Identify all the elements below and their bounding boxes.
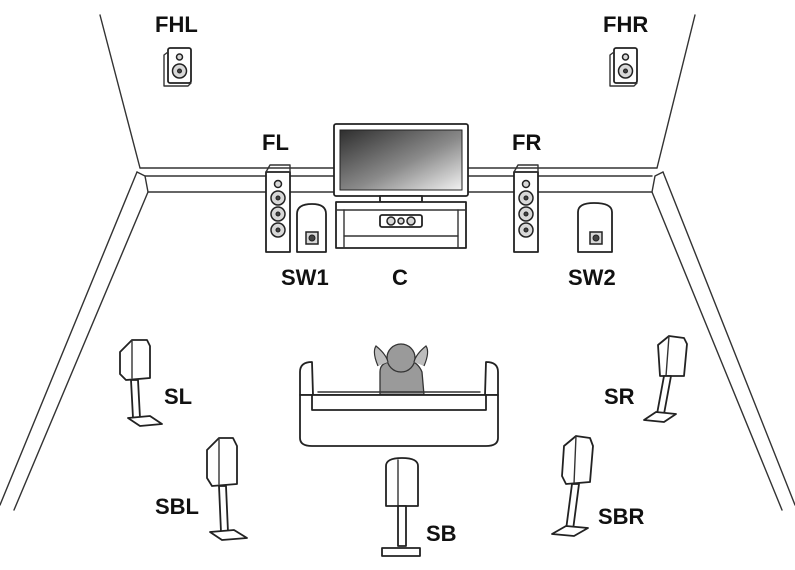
listener-and-sofa xyxy=(299,343,499,447)
speaker-sl-icon xyxy=(119,339,163,427)
speaker-sw1-icon xyxy=(296,203,327,253)
label-sw1: SW1 xyxy=(281,265,329,290)
label-sr: SR xyxy=(604,384,635,409)
label-sbr: SBR xyxy=(598,504,645,529)
center-speaker xyxy=(379,214,423,228)
speaker-sb-icon xyxy=(381,457,421,557)
tv-and-stand xyxy=(333,123,469,249)
label-c: C xyxy=(392,265,408,290)
label-fr: FR xyxy=(512,130,541,155)
speaker-fhr-icon xyxy=(609,47,638,87)
label-fhl: FHL xyxy=(155,12,198,37)
speaker-sr-icon xyxy=(643,335,688,423)
label-sbl: SBL xyxy=(155,494,199,519)
label-fl: FL xyxy=(262,130,289,155)
speaker-sw2-icon xyxy=(577,202,613,253)
label-sb: SB xyxy=(426,521,457,546)
speaker-sbl-icon xyxy=(206,437,248,541)
speaker-fr-icon xyxy=(513,164,539,253)
speaker-fhl-icon xyxy=(163,47,192,87)
speaker-sbr-icon xyxy=(551,435,594,537)
label-sw2: SW2 xyxy=(568,265,616,290)
label-sl: SL xyxy=(164,384,192,409)
speaker-fl-icon xyxy=(265,164,291,253)
label-fhr: FHR xyxy=(603,12,648,37)
